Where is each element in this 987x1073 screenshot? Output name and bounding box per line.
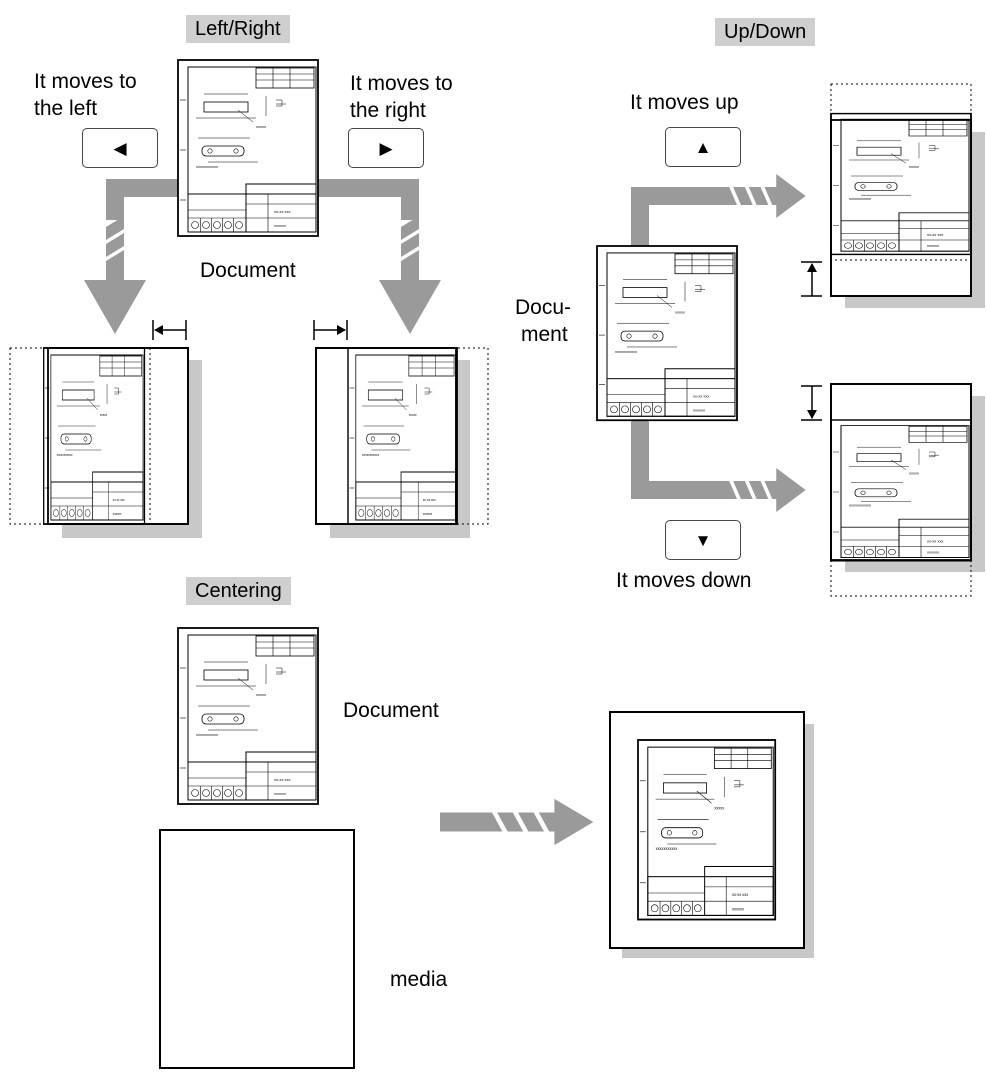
triangle-up-icon: ▲ — [694, 137, 712, 157]
result-moved-left — [9, 320, 202, 538]
result-moved-right — [313, 320, 489, 538]
triangle-right-icon: ▶ — [379, 138, 393, 158]
flow-arrow-centering — [440, 798, 594, 846]
flow-arrow-up — [631, 174, 806, 250]
document-label-ud-line1: Docu- — [515, 296, 572, 319]
flow-arrow-left — [84, 179, 178, 334]
result-centered — [609, 711, 814, 958]
move-right-label-line1: It moves to — [350, 72, 453, 95]
flow-arrow-right — [318, 179, 441, 334]
document-label-ud: Docu- ment — [515, 294, 571, 348]
document-label-ud-line2: ment — [521, 323, 568, 346]
move-right-label: It moves to the right — [350, 70, 453, 124]
section-title-centering: Centering — [186, 577, 291, 605]
move-up-button[interactable]: ▲ — [665, 127, 741, 167]
move-down-label: It moves down — [616, 569, 752, 592]
document-centering — [177, 627, 319, 805]
move-right-button[interactable]: ▶ — [348, 128, 424, 168]
move-left-label-line1: It moves to — [34, 70, 137, 93]
move-up-label: It moves up — [630, 91, 739, 114]
document-center-ud — [596, 245, 738, 422]
media-blank — [159, 829, 355, 1069]
move-left-label: It moves to the left — [34, 68, 137, 122]
media-label: media — [390, 968, 448, 991]
section-title-up-down: Up/Down — [715, 18, 816, 46]
move-left-label-line2: the left — [34, 97, 98, 120]
move-left-button[interactable]: ◀ — [82, 128, 158, 168]
section-title-left-right: Left/Right — [186, 15, 290, 43]
move-right-label-line2: the right — [350, 99, 426, 122]
document-label-lr: Document — [200, 259, 296, 282]
triangle-down-icon: ▼ — [694, 530, 712, 550]
triangle-left-icon: ◀ — [113, 138, 127, 158]
flow-arrow-down — [631, 420, 806, 512]
document-label-centering: Document — [343, 699, 439, 722]
document-center-lr — [177, 59, 319, 237]
result-moved-down — [801, 383, 985, 597]
move-down-button[interactable]: ▼ — [665, 520, 741, 560]
result-moved-up — [801, 83, 985, 308]
